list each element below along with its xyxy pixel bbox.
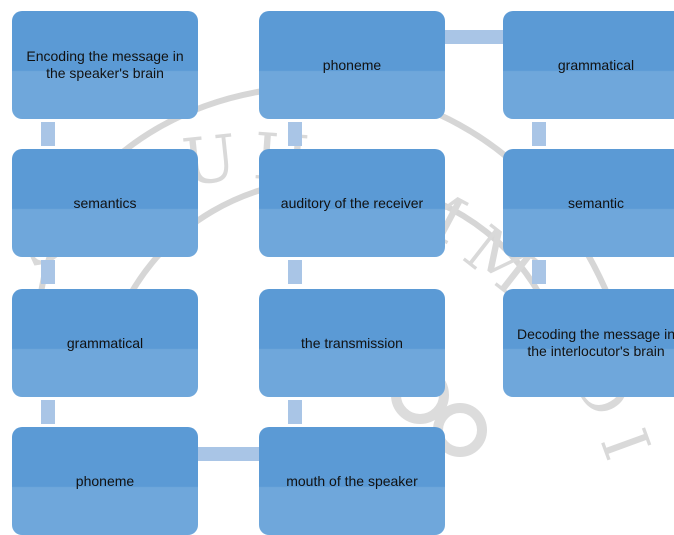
node-mouth-of-speaker: mouth of the speaker (259, 427, 445, 535)
node-semantics: semantics (12, 149, 198, 257)
connector-c2-r3-r2 (288, 260, 302, 284)
node-auditory-receiver: auditory of the receiver (259, 149, 445, 257)
node-encoding: Encoding the message in the speaker's br… (12, 11, 198, 119)
connector-c3-r2-r3 (532, 260, 546, 284)
node-decoding: Decoding the message in the interlocutor… (503, 289, 674, 397)
connector-c1-r3-r4 (41, 400, 55, 424)
connector-c3-r1-r2 (532, 122, 546, 146)
connector-c2-c3-r1 (445, 30, 503, 44)
connector-c1-r2-r3 (41, 260, 55, 284)
node-grammatical-1: grammatical (12, 289, 198, 397)
svg-text:I: I (585, 420, 663, 469)
connector-c1-c2-r4 (198, 447, 259, 461)
node-grammatical-2: grammatical (503, 11, 674, 119)
connector-c2-r4-r3 (288, 400, 302, 424)
node-phoneme-2: phoneme (259, 11, 445, 119)
node-semantic: semantic (503, 149, 674, 257)
connector-c2-r2-r1 (288, 122, 302, 146)
node-transmission: the transmission (259, 289, 445, 397)
connector-c1-r1-r2 (41, 122, 55, 146)
node-phoneme-1: phoneme (12, 427, 198, 535)
